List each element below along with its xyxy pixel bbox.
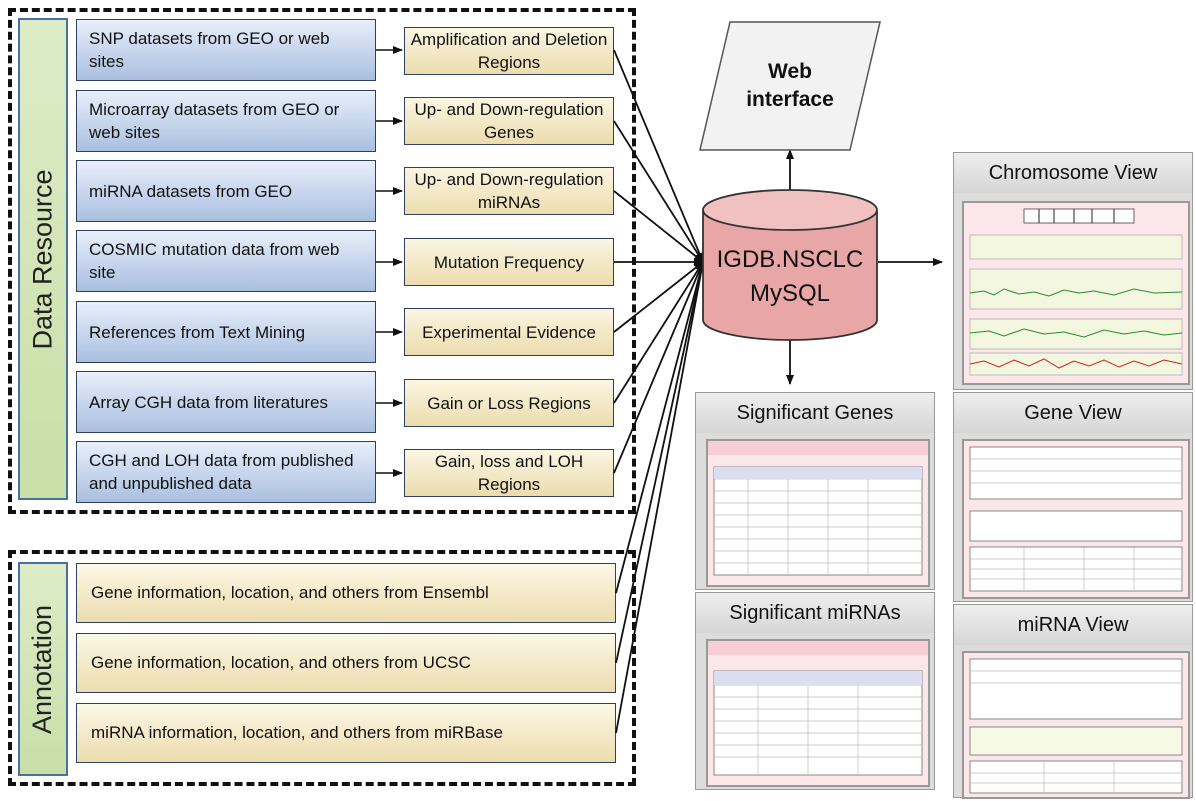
source-to-result-arrows — [376, 46, 403, 477]
chromosome-thumbnail — [969, 208, 1183, 376]
panel-title-chromosome-view: Chromosome View — [954, 153, 1192, 193]
data-resource-label: Data Resource — [18, 18, 68, 500]
panel-significant-genes: Significant Genes — [695, 392, 935, 590]
data-resource-frame — [8, 8, 636, 514]
result-box-amplification: Amplification and Deletion Regions — [404, 27, 614, 75]
gene-view-thumbnail — [969, 446, 1183, 592]
thumbnail-gene-view — [962, 439, 1190, 599]
result-box-evidence: Experimental Evidence — [404, 308, 614, 356]
source-box-mirna: miRNA datasets from GEO — [76, 160, 376, 222]
table-thumbnail-mirnas — [708, 641, 928, 776]
thumbnail-significant-genes — [706, 439, 930, 587]
panel-gene-view: Gene View — [953, 392, 1193, 602]
thumbnail-chromosome-view — [962, 201, 1190, 385]
annotation-box-mirbase: miRNA information, location, and others … — [76, 703, 616, 763]
panel-title-gene-view: Gene View — [954, 393, 1192, 433]
result-box-regulation-mirnas: Up- and Down-regulation miRNAs — [404, 167, 614, 215]
result-box-gain-loss-loh: Gain, loss and LOH Regions — [404, 449, 614, 497]
web-interface-shape — [699, 21, 881, 151]
panel-mirna-view: miRNA View — [953, 604, 1193, 799]
annotation-box-ucsc: Gene information, location, and others f… — [76, 633, 616, 693]
mirna-view-thumbnail — [969, 658, 1183, 794]
result-box-regulation-genes: Up- and Down-regulation Genes — [404, 97, 614, 145]
result-box-mutation: Mutation Frequency — [404, 238, 614, 286]
fan-in-arrows — [613, 49, 706, 734]
thumbnail-mirna-view — [962, 651, 1190, 799]
table-thumbnail-genes — [708, 441, 928, 576]
source-box-array-cgh: Array CGH data from literatures — [76, 371, 376, 433]
source-box-text-mining: References from Text Mining — [76, 301, 376, 363]
result-box-gain-loss: Gain or Loss Regions — [404, 379, 614, 427]
source-box-cosmic: COSMIC mutation data from web site — [76, 230, 376, 292]
source-box-cgh-loh: CGH and LOH data from published and unpu… — [76, 441, 376, 503]
panel-significant-mirnas: Significant miRNAs — [695, 592, 935, 790]
annotation-label: Annotation — [18, 562, 68, 776]
web-interface-label: Web interface — [746, 60, 834, 111]
annotation-box-ensembl: Gene information, location, and others f… — [76, 563, 616, 623]
source-box-microarray: Microarray datasets from GEO or web site… — [76, 90, 376, 152]
source-box-snp: SNP datasets from GEO or web sites — [76, 19, 376, 81]
annotation-frame — [8, 550, 636, 786]
panel-title-significant-genes: Significant Genes — [696, 393, 934, 433]
database-cylinder — [702, 189, 878, 341]
database-label: IGDB.NSCLC MySQL — [716, 246, 864, 307]
panel-chromosome-view: Chromosome View — [953, 152, 1193, 390]
panel-title-mirna-view: miRNA View — [954, 605, 1192, 645]
database-out-arrows — [786, 149, 943, 385]
panel-title-significant-mirnas: Significant miRNAs — [696, 593, 934, 633]
thumbnail-significant-mirnas — [706, 639, 930, 787]
